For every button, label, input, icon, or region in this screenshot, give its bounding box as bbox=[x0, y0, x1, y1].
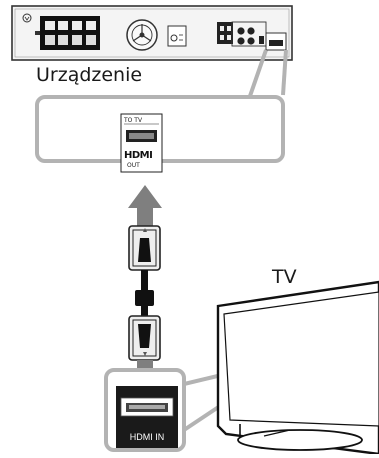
hdmi-out-port bbox=[120, 113, 163, 173]
speaker-terminal-icon bbox=[35, 16, 100, 50]
hdmi-port-icon bbox=[126, 130, 157, 142]
to-tv-label: TO TV bbox=[124, 117, 143, 124]
antenna-icon bbox=[167, 25, 187, 47]
arrow-up-icon bbox=[128, 185, 162, 232]
hdmi-in-port bbox=[116, 386, 178, 448]
jacks-group bbox=[217, 21, 267, 47]
device-label: Urządzenie bbox=[36, 64, 143, 86]
fan-icon bbox=[126, 19, 158, 51]
hdmi-logo-label: HDMI bbox=[124, 150, 153, 161]
device-hdmi-port bbox=[265, 32, 287, 51]
tv-label: TV bbox=[272, 266, 297, 288]
hdmi-cable bbox=[128, 225, 161, 361]
device-rear-panel bbox=[11, 5, 293, 61]
tv-illustration bbox=[216, 280, 379, 456]
device-callout-lines bbox=[248, 49, 288, 97]
hdmi-out-label: OUT bbox=[127, 162, 140, 169]
hdmi-in-label: HDMI IN bbox=[129, 432, 165, 442]
